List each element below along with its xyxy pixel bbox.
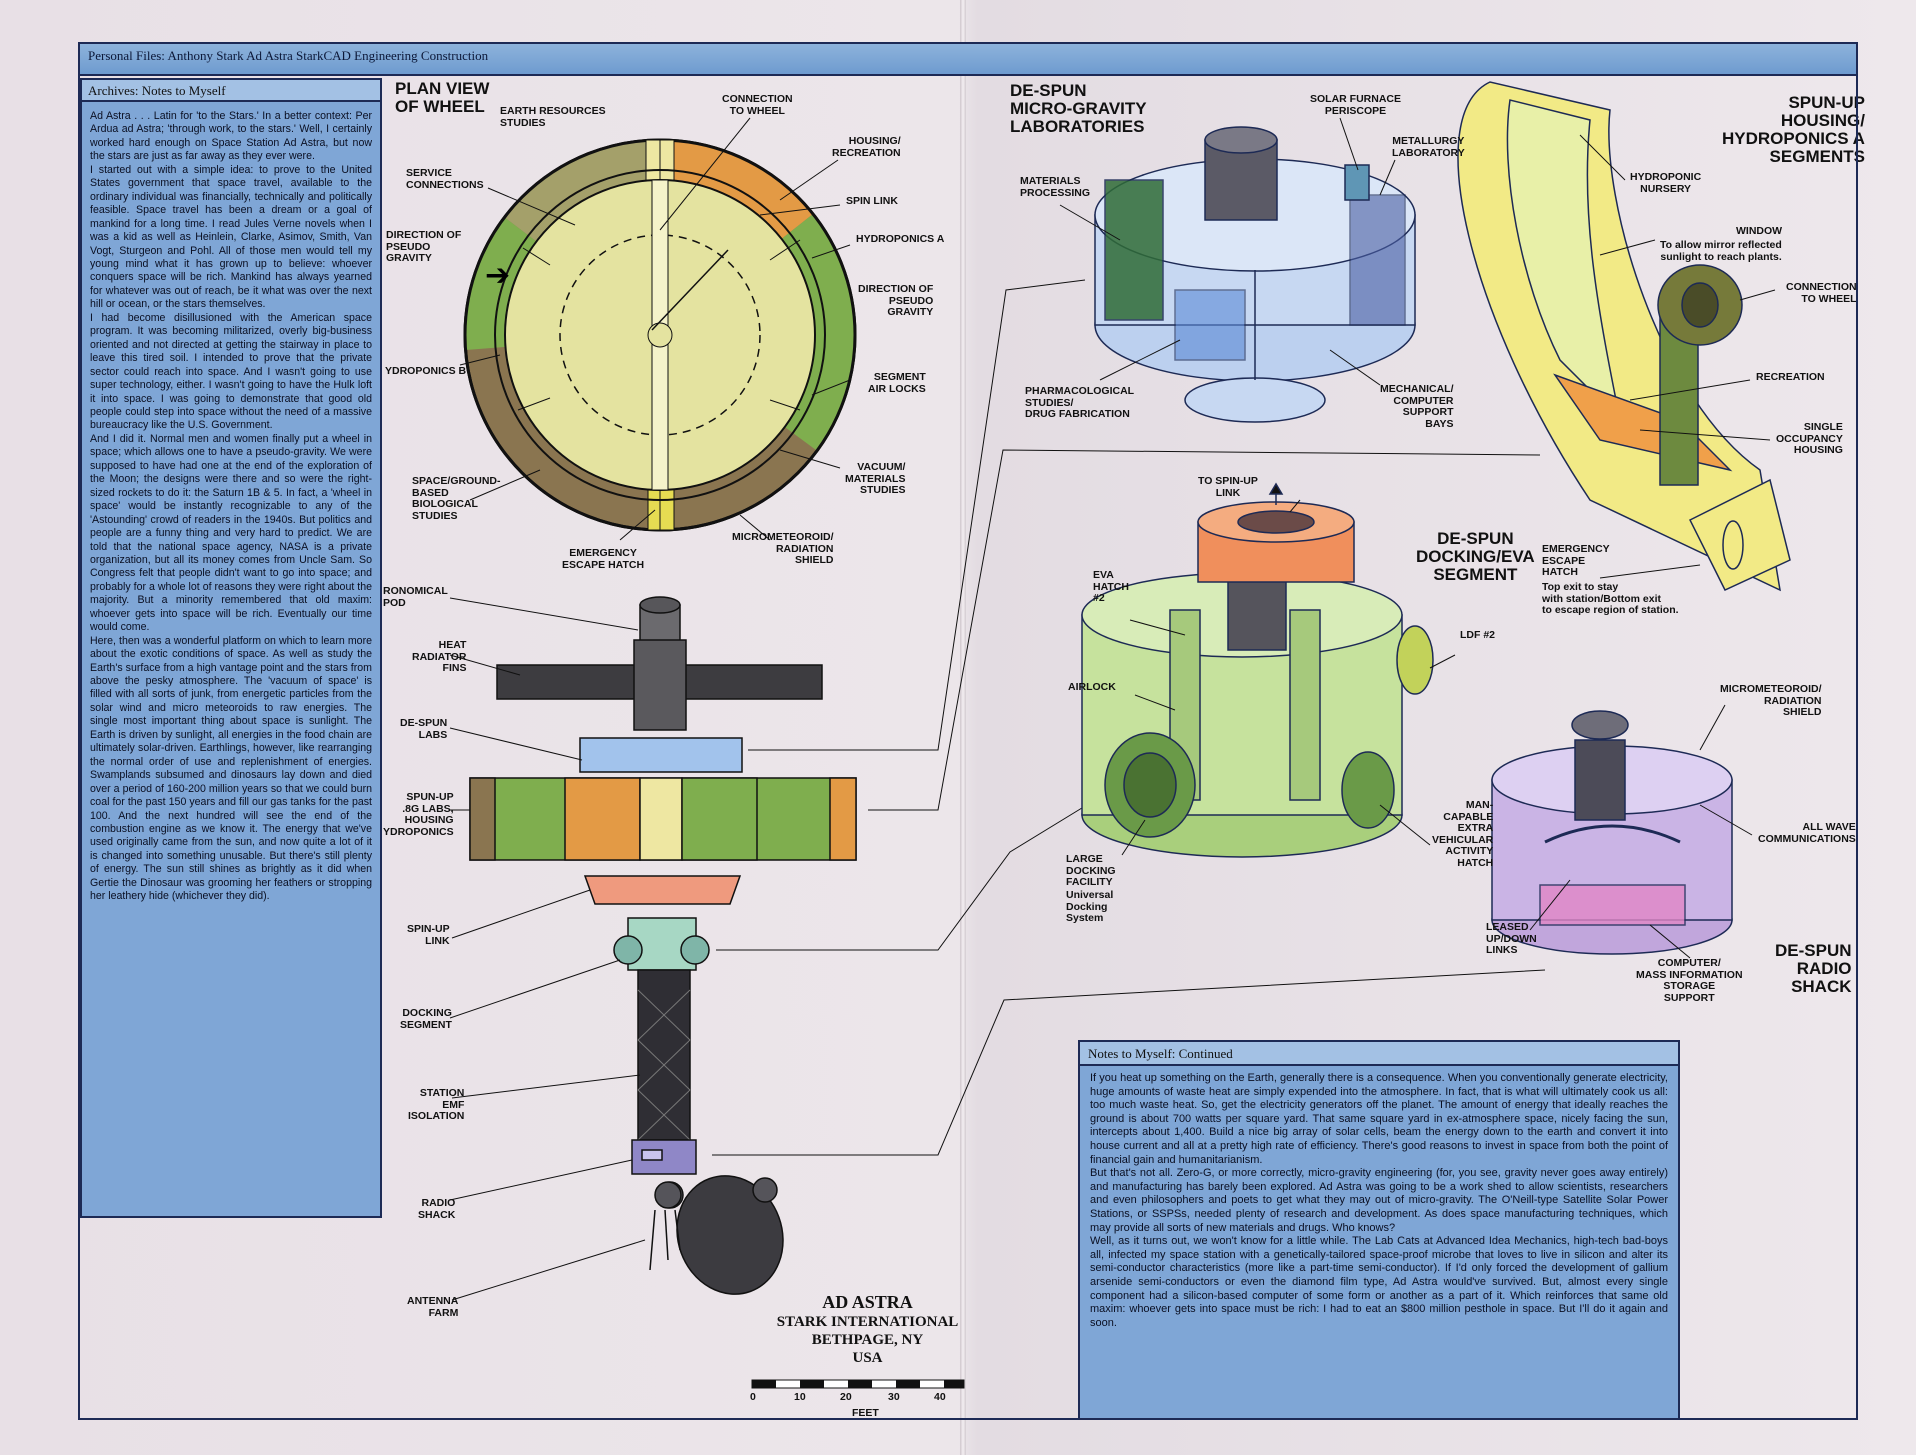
archives-body: Ad Astra . . . Latin for 'to the Stars.'… [82,102,380,912]
label-emergency-escape: EMERGENCY ESCAPE HATCH [562,547,645,571]
notes-panel: Notes to Myself: Continued If you heat u… [1078,1040,1680,1420]
label-single-occupancy: SINGLE OCCUPANCY HOUSING [1776,421,1843,456]
label-housing-recreation: HOUSING/ RECREATION [832,135,901,159]
wheel-leader-lines [459,117,851,541]
notes-title: Notes to Myself: Continued [1080,1042,1678,1066]
radio-leader-lines [1529,704,1753,959]
header-title: Personal Files: Anthony Stark Ad Astra S… [88,48,489,63]
label-ldf: LDF #2 [1460,629,1496,641]
page-frame [78,42,1858,1420]
label-airlock: AIRLOCK [1068,681,1116,693]
plan-view-title: PLAN VIEW OF WHEEL [395,79,490,116]
hydro-title: SPUN-UP HOUSING/ HYDROPONICS A SEGMENTS [1722,93,1865,166]
lab-leader-lines [1059,117,1396,386]
scale-tick: 40 [934,1391,946,1403]
radio-module [1491,710,1733,955]
page-gutter [960,0,966,1455]
label-recreation: RECREATION [1756,371,1825,383]
label-emergency-note: Top exit to stay with station/Bottom exi… [1542,581,1679,616]
label-all-wave: ALL WAVE COMMUNICATIONS [1758,821,1856,845]
label-window-note: To allow mirror reflected sunlight to re… [1660,239,1782,263]
station-side-view [469,596,857,1295]
label-direction-left: DIRECTION OF PSEUDO GRAVITY [386,229,462,264]
label-connection-hydro: CONNECTION TO WHEEL [1786,281,1857,305]
archives-title: Archives: Notes to Myself [82,80,380,102]
scale-tick: 20 [840,1391,852,1403]
notes-body: If you heat up something on the Earth, g… [1080,1066,1678,1336]
archives-paragraph: And I did it. Normal men and women final… [90,432,372,634]
label-hydroponic-nursery: HYDROPONIC NURSERY [1630,171,1702,195]
label-heat-radiator: HEAT RADIATOR FINS [412,639,467,674]
notes-paragraph: If you heat up something on the Earth, g… [1090,1072,1668,1166]
label-despun-labs: DE-SPUN LABS [400,717,448,741]
archives-paragraph: I started out with a simple idea: to pro… [90,163,372,311]
lab-module [1094,126,1416,423]
label-solar-furnace: SOLAR FURNACE PERISCOPE [1310,93,1401,117]
label-hydroponics-a: HYDROPONICS A [856,233,945,245]
label-connection-to-wheel: CONNECTION TO WHEEL [722,93,793,117]
label-window: WINDOW [1736,225,1783,237]
hydroponics-segment [1457,81,1791,592]
archives-paragraph: Here, then was a wonderful platform on w… [90,634,372,903]
label-metallurgy: METALLURGY LABORATORY [1392,135,1465,159]
svg-text:➔: ➔ [485,258,510,293]
label-pharmacological: PHARMACOLOGICAL STUDIES/ DRUG FABRICATIO… [1025,385,1135,420]
label-service-connections: SERVICE CONNECTIONS [406,167,484,191]
label-astronomical-pod: RONOMICAL POD [383,585,448,609]
label-radio-shack-side: RADIO SHACK [418,1197,456,1221]
scale-tick: 10 [794,1391,806,1403]
label-spin-link: SPIN LINK [846,195,898,207]
docking-module [1081,482,1434,858]
credit-block: AD ASTRA STARK INTERNATIONAL BETHPAGE, N… [760,1292,975,1367]
dock-title: DE-SPUN DOCKING/EVA SEGMENT [1416,529,1535,584]
credit-company: STARK INTERNATIONAL [776,1314,959,1330]
notes-paragraph: But that's not all. Zero-G, or more corr… [1090,1167,1668,1234]
label-segment-air-locks: SEGMENT AIR LOCKS [868,371,926,395]
label-man-capable-hatch: MAN- CAPABLE EXTRA VEHICULAR ACTIVITY HA… [1432,799,1494,869]
label-large-docking: LARGE DOCKING FACILITY [1066,853,1116,888]
archives-panel: Archives: Notes to Myself Ad Astra . . .… [80,78,382,1218]
scale-bar [751,1379,965,1389]
side-view-leader-lines [449,279,1546,1301]
label-micrometeoroid-wheel: MICROMETEOROID/ RADIATION SHIELD [732,531,834,566]
label-leased-links: LEASED UP/DOWN LINKS [1486,921,1537,956]
label-emergency-hatch-hydro: EMERGENCY ESCAPE HATCH [1542,543,1610,578]
archives-paragraph: I had become disillusioned with the Amer… [90,311,372,432]
credit-country: USA [852,1350,883,1366]
header-bar: Personal Files: Anthony Stark Ad Astra S… [78,42,1858,76]
label-hydroponics-b: YDROPONICS B [385,365,467,377]
label-direction-right: DIRECTION OF PSEUDO GRAVITY [858,283,934,318]
scale-tick: 30 [888,1391,900,1403]
label-space-ground: SPACE/GROUND- BASED BIOLOGICAL STUDIES [412,475,501,522]
notes-paragraph: Well, as it turns out, we won't know for… [1090,1235,1668,1329]
label-station-emf: STATION EMF ISOLATION [408,1087,465,1122]
scale-tick: 0 [750,1391,756,1403]
wheel-plan-view: ➔ [463,138,857,532]
label-materials-processing: MATERIALS PROCESSING [1020,175,1091,199]
credit-title: AD ASTRA [822,1292,913,1312]
dock-leader-lines [1121,499,1456,856]
label-earth-resources: EARTH RESOURCES STUDIES [500,105,606,129]
archives-paragraph: Ad Astra . . . Latin for 'to the Stars.'… [90,110,372,163]
label-spunup-labs: SPUN-UP .8G LABS, HOUSING YDROPONICS [383,791,454,838]
label-antenna-farm: ANTENNA FARM [407,1295,459,1319]
credit-city: BETHPAGE, NY [811,1332,924,1348]
hydro-leader-lines [1579,134,1776,579]
label-eva-hatch: EVA HATCH #2 [1093,569,1129,604]
label-universal-docking: Universal Docking System [1066,889,1114,924]
label-mechanical: MECHANICAL/ COMPUTER SUPPORT BAYS [1380,383,1454,430]
label-to-spinup: TO SPIN-UP LINK [1198,475,1258,499]
labs-title: DE-SPUN MICRO-GRAVITY LABORATORIES [1010,81,1147,136]
label-vacuum: VACUUM/ MATERIALS STUDIES [845,461,906,496]
scale-unit: FEET [852,1407,879,1419]
label-spinup-link: SPIN-UP LINK [407,923,450,947]
label-computer-storage: COMPUTER/ MASS INFORMATION STORAGE SUPPO… [1636,957,1743,1004]
label-micrometeoroid-radio: MICROMETEOROID/ RADIATION SHIELD [1720,683,1822,718]
radio-title: DE-SPUN RADIO SHACK [1775,941,1852,996]
label-docking-segment: DOCKING SEGMENT [400,1007,452,1031]
